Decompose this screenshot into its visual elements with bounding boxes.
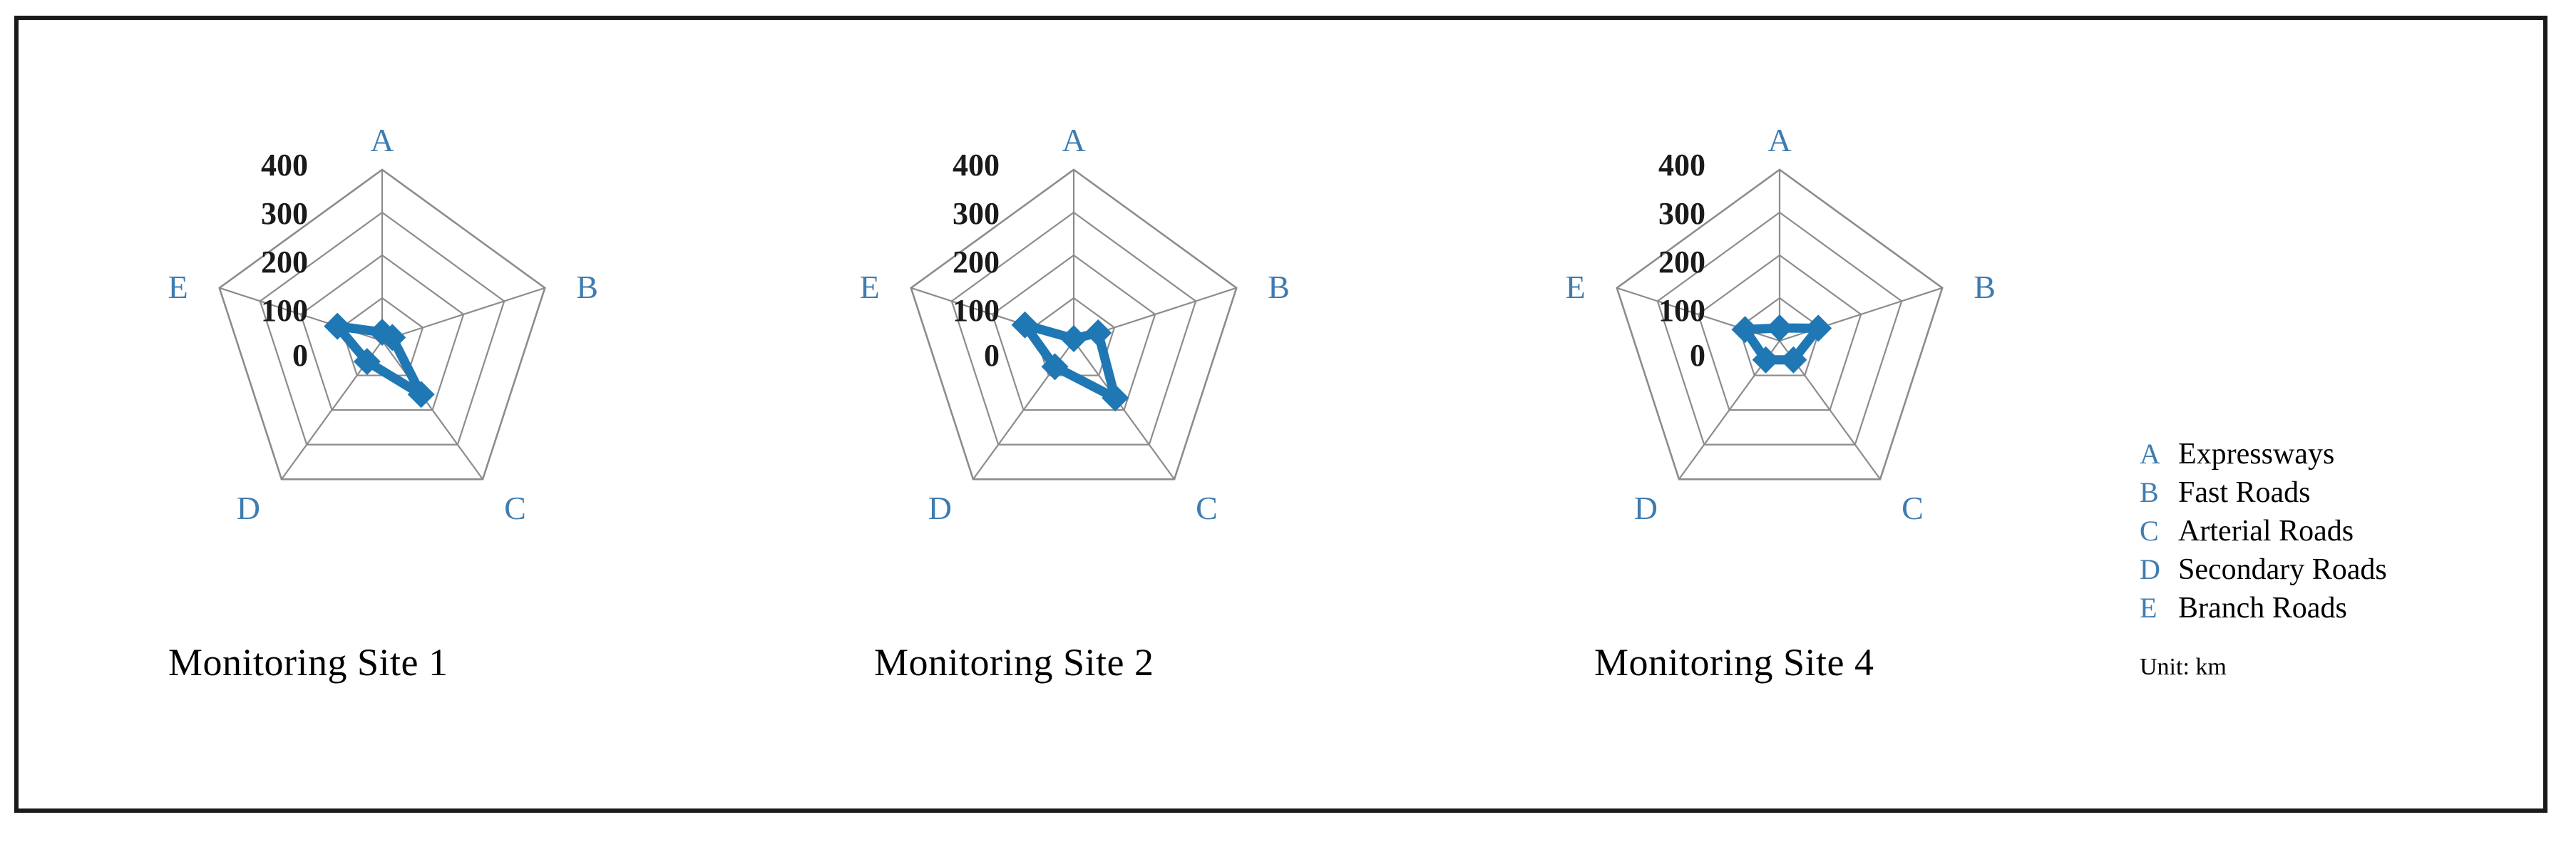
tick-labels: 400 300 200 100 0	[1658, 148, 1705, 373]
data-point-E	[324, 312, 351, 340]
legend-key-e: E	[2140, 592, 2157, 624]
legend-key-c: C	[2140, 515, 2159, 547]
tick-label-300: 300	[261, 196, 308, 231]
data-point-D	[1752, 346, 1780, 374]
data-point-E	[1011, 311, 1039, 339]
grid-ring-400	[1616, 168, 1944, 481]
tick-label-200: 200	[261, 245, 308, 279]
tick-label-400: 400	[261, 148, 308, 183]
series-markers	[1011, 311, 1129, 412]
tick-label-100: 100	[953, 293, 1000, 328]
data-point-C	[1780, 346, 1807, 374]
legend-label-d: Secondary Roads	[2178, 553, 2387, 586]
tick-labels: 400 300 200 100 0	[953, 148, 1000, 373]
legend-item-e: E Branch Roads	[2140, 591, 2510, 630]
tick-label-300: 300	[953, 196, 1000, 231]
tick-label-300: 300	[1658, 196, 1705, 231]
legend-label-a: Expressways	[2178, 438, 2335, 471]
tick-label-400: 400	[953, 148, 1000, 183]
tick-label-100: 100	[261, 293, 308, 328]
axis-letter-D: D	[237, 490, 260, 526]
tick-label-100: 100	[1658, 293, 1705, 328]
series-markers	[1731, 314, 1832, 374]
axis-letter-E: E	[1566, 269, 1586, 305]
series-markers	[324, 312, 435, 409]
grid-ring-400	[910, 168, 1238, 481]
grid-ring-300	[950, 211, 1197, 446]
grid-spoke-B	[1779, 287, 1943, 342]
grid-ring-300	[259, 211, 506, 446]
axis-letter-C: C	[1196, 490, 1218, 526]
radar-plot-svg-0: 400 300 200 100 0 A B C D E	[168, 122, 598, 526]
grid-rings	[910, 168, 1238, 481]
axis-letter-E: E	[168, 269, 188, 305]
legend-key-a: A	[2140, 438, 2160, 470]
grid-ring-200	[991, 254, 1156, 411]
legend-item-c: C Arterial Roads	[2140, 514, 2510, 553]
axis-letters: A B C D E	[1566, 122, 1996, 526]
axis-letters: A B C D E	[168, 122, 598, 526]
data-point-D	[353, 348, 381, 376]
data-point-B	[379, 324, 406, 351]
legend-item-b: B Fast Roads	[2140, 476, 2510, 514]
chart-title-1: Monitoring Site 2	[874, 641, 1154, 684]
legend-item-d: D Secondary Roads	[2140, 553, 2510, 591]
grid-ring-200	[299, 254, 465, 411]
axis-letters: A B C D E	[860, 122, 1290, 526]
legend-item-a: A Expressways	[2140, 437, 2510, 476]
axis-letter-A: A	[1767, 122, 1791, 158]
grid-spoke-B	[381, 287, 545, 342]
radar-plot-svg-2: 400 300 200 100 0 A B C D E	[1566, 122, 1996, 526]
legend: A Expressways B Fast Roads C Arterial Ro…	[2140, 437, 2510, 681]
data-point-E	[1731, 316, 1759, 344]
data-point-C	[1102, 384, 1129, 412]
axis-letter-A: A	[1062, 122, 1085, 158]
grid-spoke-C	[381, 340, 483, 480]
tick-label-0: 0	[292, 338, 308, 373]
tick-label-200: 200	[953, 245, 1000, 279]
grid-spoke-C	[1073, 340, 1175, 480]
axis-letter-E: E	[860, 269, 880, 305]
axis-letter-D: D	[928, 490, 952, 526]
legend-label-c: Arterial Roads	[2178, 515, 2354, 548]
legend-unit: Unit: km	[2140, 654, 2227, 680]
data-point-B	[1084, 319, 1112, 346]
axis-letter-B: B	[1974, 269, 1996, 305]
data-point-B	[1805, 314, 1832, 342]
tick-label-0: 0	[1690, 338, 1705, 373]
radar-chart-1: 400 300 200 100 0 A B C D E Monitoring Site 2	[739, 41, 1452, 769]
data-point-C	[407, 381, 435, 409]
axis-letter-C: C	[1902, 490, 1924, 526]
grid-spokes	[219, 170, 545, 480]
legend-label-e: Branch Roads	[2178, 592, 2347, 625]
axis-letter-B: B	[576, 269, 598, 305]
axis-letter-B: B	[1268, 269, 1290, 305]
data-point-A	[1060, 325, 1087, 352]
grid-ring-200	[1697, 254, 1862, 411]
legend-key-d: D	[2140, 553, 2160, 585]
legend-key-b: B	[2140, 476, 2159, 508]
axis-letter-D: D	[1634, 490, 1658, 526]
grid-ring-400	[218, 168, 546, 481]
legend-label-b: Fast Roads	[2178, 476, 2311, 509]
tick-label-0: 0	[984, 338, 1000, 373]
chart-title-2: Monitoring Site 4	[1594, 641, 1874, 684]
tick-label-200: 200	[1658, 245, 1705, 279]
data-point-D	[1041, 353, 1069, 381]
radar-chart-0: 400 300 200 100 0 A B C D E Monitoring Site 1	[47, 41, 760, 769]
axis-letter-A: A	[370, 122, 394, 158]
axis-letter-C: C	[504, 490, 526, 526]
chart-title-0: Monitoring Site 1	[168, 641, 448, 684]
grid-ring-300	[1656, 211, 1903, 446]
tick-label-400: 400	[1658, 148, 1705, 183]
radar-plot-svg-1: 400 300 200 100 0 A B C D E	[860, 122, 1290, 526]
data-point-A	[1766, 314, 1793, 342]
tick-labels: 400 300 200 100 0	[261, 148, 308, 373]
